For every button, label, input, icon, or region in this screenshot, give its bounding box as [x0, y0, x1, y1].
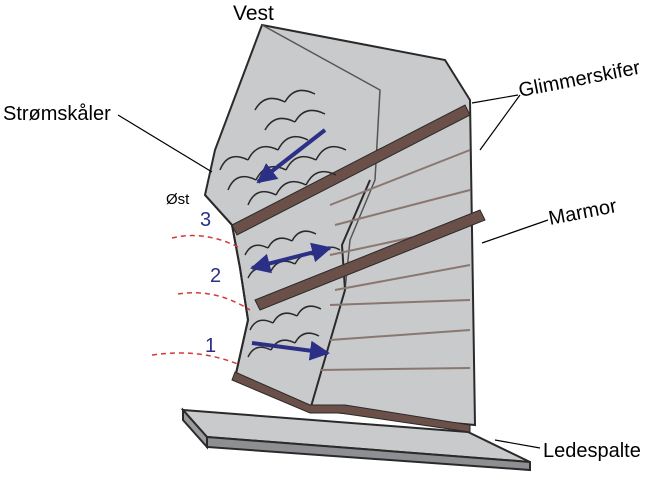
- label-vest: Vest: [233, 2, 274, 25]
- scallops-lower: [247, 305, 322, 358]
- label-ost: Øst: [166, 191, 190, 208]
- flow-arrow-east: [251, 340, 330, 361]
- leader-lines: [117, 94, 549, 449]
- flow-arrow-bidirectional: [250, 242, 332, 274]
- stage-number-1: 1: [205, 335, 216, 357]
- flow-arrows: [250, 128, 332, 361]
- ledespalte-slab: [180, 407, 531, 472]
- scallops-upper: [219, 89, 347, 206]
- water-level-1: [151, 352, 241, 366]
- label-glimmerskifer: Glimmerskifer: [517, 57, 643, 102]
- label-ledespalte: Ledespalte: [543, 440, 641, 462]
- flow-arrow-west: [256, 128, 327, 184]
- label-stromskaler: Strømskåler: [3, 103, 111, 125]
- stage-number-3: 3: [200, 209, 211, 231]
- stage-number-2: 2: [210, 265, 221, 287]
- schist-bands: [231, 104, 486, 433]
- water-level-2: [177, 291, 251, 311]
- label-marmor: Marmor: [547, 195, 619, 230]
- water-levels: [151, 234, 251, 366]
- water-level-3: [171, 234, 241, 249]
